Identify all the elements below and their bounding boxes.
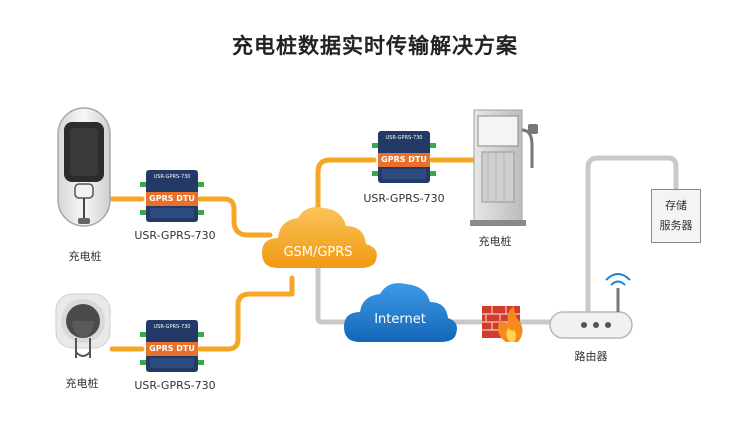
dtu-1-top-label: USR-GPRS-730 <box>153 174 191 180</box>
orange-connections <box>109 157 477 352</box>
firewall-icon <box>482 306 523 342</box>
dtu-3-top-label: USR-GPRS-730 <box>385 135 423 141</box>
charger-label-1: 充电桩 <box>68 250 102 263</box>
router-icon <box>549 273 633 339</box>
charger-label-3: 充电桩 <box>478 235 512 248</box>
dtu-device-1 <box>140 170 204 222</box>
internet-cloud <box>344 283 457 342</box>
dtu-device-3 <box>372 131 436 183</box>
router-label: 路由器 <box>574 350 608 363</box>
dtu-device-2 <box>140 320 204 372</box>
page-title: 充电桩数据实时传输解决方案 <box>232 34 518 58</box>
dtu-1-model-label: USR-GPRS-730 <box>134 229 216 242</box>
dtu-2-name: GPRS DTU <box>149 344 195 353</box>
dtu-3-model-label: USR-GPRS-730 <box>363 192 445 205</box>
server-line-1: 存储 <box>665 199 687 212</box>
gsm-gprs-label: GSM/GPRS <box>283 245 353 260</box>
charger-wallbox <box>55 293 111 358</box>
charger-station <box>470 109 538 226</box>
dtu-3-name: GPRS DTU <box>381 155 427 164</box>
charger-label-2: 充电桩 <box>65 377 99 390</box>
server-line-2: 服务器 <box>659 219 693 232</box>
gsm-gprs-cloud <box>262 207 377 268</box>
storage-server-box: 存储 服务器 <box>651 189 701 243</box>
dtu-2-model-label: USR-GPRS-730 <box>134 379 216 392</box>
internet-label: Internet <box>374 312 426 327</box>
dtu-2-top-label: USR-GPRS-730 <box>153 324 191 330</box>
charger-kiosk <box>57 107 111 227</box>
dtu-1-name: GPRS DTU <box>149 194 195 203</box>
